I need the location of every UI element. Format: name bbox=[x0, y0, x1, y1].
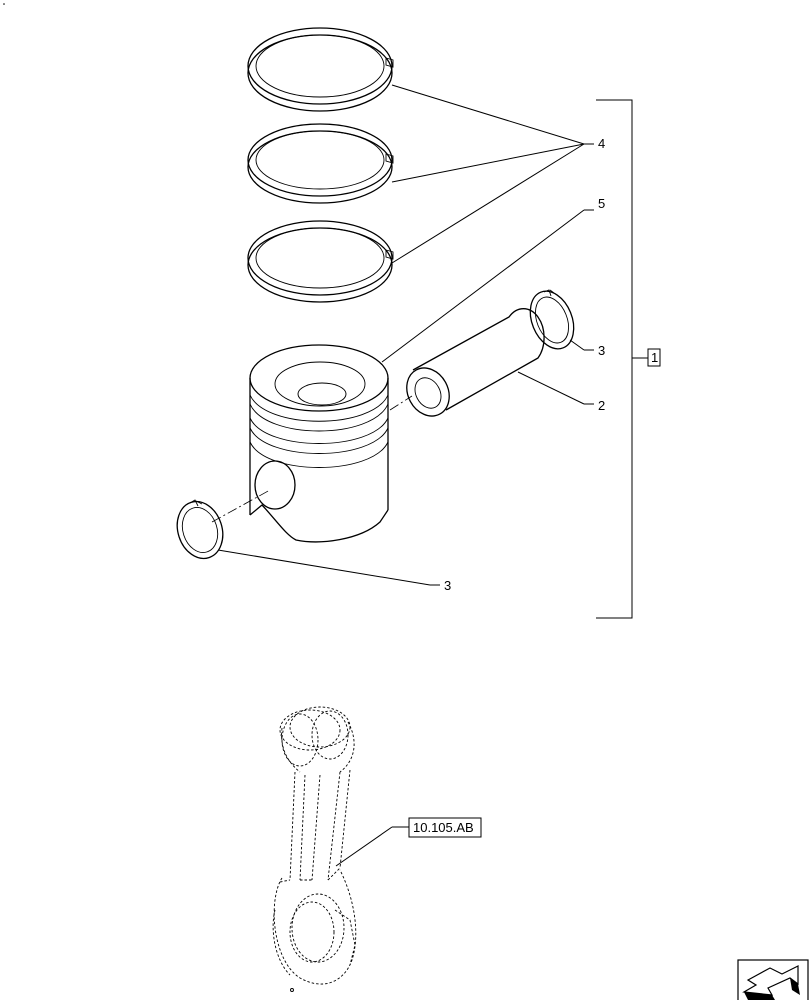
corner-mark bbox=[3, 3, 5, 5]
callout-3-right: 3 bbox=[598, 343, 605, 358]
leader-line-pin bbox=[517, 371, 594, 405]
leader-line-snap-left bbox=[217, 549, 440, 586]
leader-line-conrod bbox=[335, 826, 409, 867]
piston-ring-middle[interactable] bbox=[247, 123, 394, 204]
piston-ring-bottom[interactable] bbox=[247, 220, 394, 303]
assembly-callout-box[interactable] bbox=[647, 348, 661, 367]
callout-4: 4 bbox=[598, 136, 605, 151]
piston[interactable] bbox=[249, 344, 389, 543]
leader-line-snap-right bbox=[569, 339, 594, 351]
callout-2: 2 bbox=[598, 398, 605, 413]
leader-line-piston bbox=[381, 209, 594, 363]
arrow-back-icon[interactable] bbox=[737, 959, 809, 1000]
snap-ring-right[interactable] bbox=[522, 285, 582, 356]
callout-3-left: 3 bbox=[444, 578, 451, 593]
piston-ring-top[interactable] bbox=[247, 27, 394, 112]
callout-1: 1 bbox=[651, 350, 658, 365]
assembly-bracket bbox=[596, 99, 648, 619]
pin-axis-left bbox=[211, 489, 271, 523]
callout-conrod-ref[interactable]: 10.105.AB bbox=[413, 820, 474, 835]
pin-axis-right bbox=[389, 395, 413, 411]
callout-5: 5 bbox=[598, 196, 605, 211]
connecting-rod-reference[interactable] bbox=[272, 706, 357, 992]
snap-ring-left[interactable] bbox=[170, 496, 230, 565]
piston-pin[interactable] bbox=[399, 308, 545, 424]
leader-lines-rings bbox=[391, 84, 594, 264]
conrod-reference-box[interactable] bbox=[408, 817, 482, 838]
